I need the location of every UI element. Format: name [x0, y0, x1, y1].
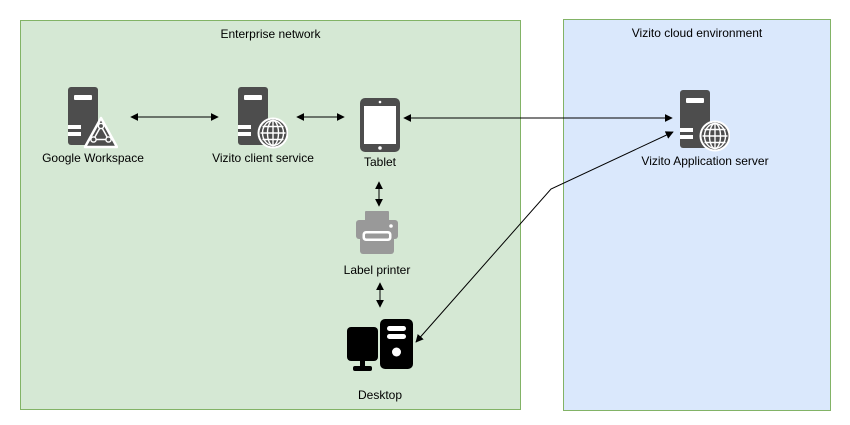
vizito-cloud-environment-title: Vizito cloud environment [631, 26, 763, 40]
tablet-icon [360, 98, 400, 152]
server-globe-icon [680, 90, 730, 152]
google-workspace-label: Google Workspace [42, 151, 144, 165]
node-vizito-application-server: Vizito Application server [635, 90, 775, 168]
enterprise-network-title: Enterprise network [220, 27, 321, 41]
enterprise-network-container: Enterprise network [20, 20, 521, 410]
node-google-workspace: Google Workspace [33, 87, 153, 165]
printer-icon [356, 211, 398, 254]
desktop-computer-icon [347, 319, 413, 371]
node-vizito-client-service: Vizito client service [203, 87, 323, 165]
server-network-triangle-icon [68, 87, 118, 149]
label-printer-label: Label printer [343, 263, 411, 277]
node-desktop: Desktop [347, 319, 413, 402]
node-tablet: Tablet [340, 98, 420, 169]
node-label-printer: Label printer [337, 211, 417, 277]
vizito-application-server-label: Vizito Application server [641, 154, 769, 168]
server-globe-icon [238, 87, 288, 149]
vizito-cloud-environment-container: Vizito cloud environment [563, 19, 831, 411]
desktop-label: Desktop [357, 388, 403, 402]
tablet-label: Tablet [363, 155, 397, 169]
vizito-client-service-label: Vizito client service [212, 151, 314, 165]
